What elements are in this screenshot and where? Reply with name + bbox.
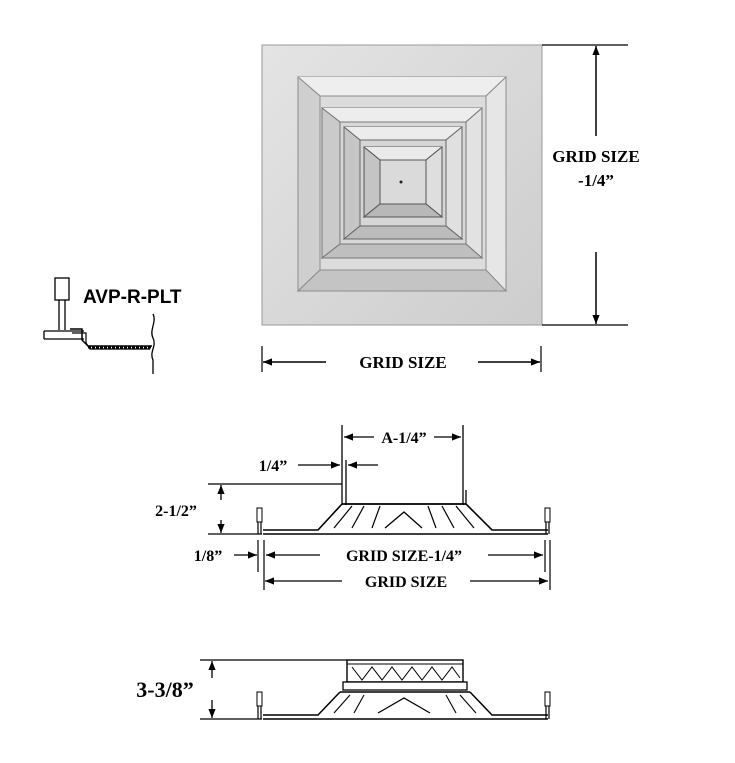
tbar-edge-detail: [43, 277, 155, 374]
height-label-line1: GRID SIZE: [552, 147, 639, 166]
plenum-profile: [256, 659, 551, 720]
neck-label: A-1/4”: [381, 430, 426, 447]
section-height-label: 2-1/2”: [155, 503, 197, 520]
inner-width-label: GRID SIZE-1/4”: [346, 548, 462, 565]
offset-label: 1/4”: [259, 458, 287, 475]
diffuser-face-image: [261, 44, 543, 326]
inner-width-dimension: [266, 540, 551, 590]
flange-label: 1/8”: [194, 548, 222, 565]
section-height-dimension: [208, 483, 342, 535]
height-dimension: [542, 44, 628, 326]
width-dimension: [261, 346, 542, 372]
model-label: AVP-R-PLT: [83, 287, 182, 308]
plenum-height-dimension: [200, 659, 347, 720]
plenum-height-label: 3-3/8”: [136, 677, 193, 702]
height-label-line2: -1/4”: [578, 171, 614, 190]
width-label: GRID SIZE: [359, 353, 446, 372]
outer-width-label: GRID SIZE: [365, 574, 447, 591]
section-profile: [256, 425, 551, 535]
flange-dimension: [234, 540, 265, 590]
